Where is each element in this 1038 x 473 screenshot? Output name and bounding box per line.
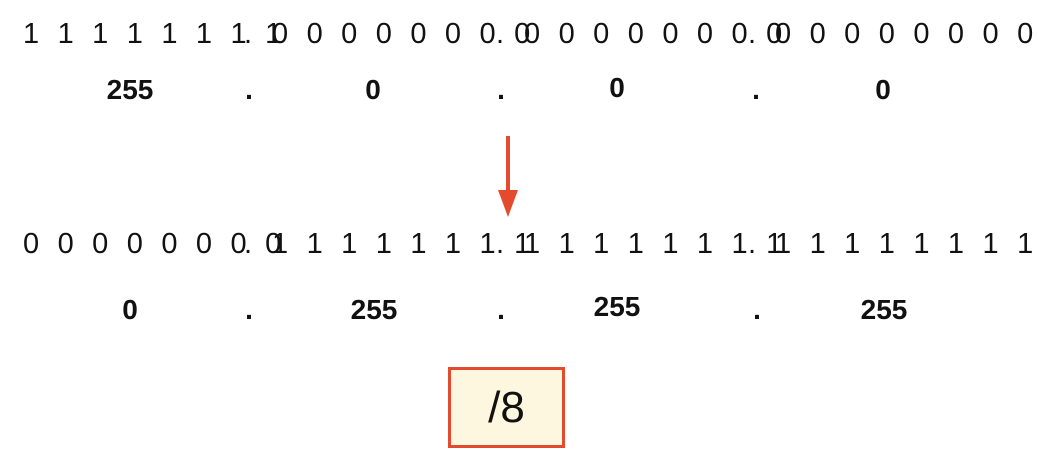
mask-binary-octet-4: 0 0 0 0 0 0 0 0 [775, 18, 1038, 50]
mask-binary-dot-1: . [244, 18, 258, 50]
wildcard-binary-row: 0 0 0 0 0 0 0 0 . 1 1 1 1 1 1 1 1 . 1 1 … [0, 224, 1033, 264]
wildcard-binary-dot-3: . [748, 228, 762, 260]
mask-binary-row: 1 1 1 1 1 1 1 1 . 0 0 0 0 0 0 0 0 . 0 0 … [0, 14, 1033, 54]
mask-binary-dot-2: . [496, 18, 510, 50]
mask-decimal-dot-1: . [245, 74, 253, 105]
mask-decimal-octet-3: 0 [609, 72, 625, 103]
wildcard-decimal-octet-1: 0 [122, 294, 138, 325]
wildcard-binary-octet-4: 1 1 1 1 1 1 1 1 [775, 228, 1038, 260]
mask-decimal-octet-2: 0 [365, 74, 381, 105]
cidr-prefix-box: /8 [448, 367, 565, 448]
mask-decimal-dot-2: . [497, 74, 505, 105]
wildcard-decimal-row: 0 . 255 . 255 . 255 [0, 290, 1023, 330]
mask-binary-octet-2: 0 0 0 0 0 0 0 0 [272, 18, 536, 50]
mask-binary-octet-3: 0 0 0 0 0 0 0 0 [524, 18, 788, 50]
wildcard-binary-octet-3: 1 1 1 1 1 1 1 1 [524, 228, 788, 260]
wildcard-binary-octet-1: 0 0 0 0 0 0 0 0 [23, 228, 287, 260]
cidr-prefix-label: /8 [488, 382, 525, 432]
wildcard-decimal-dot-2: . [497, 294, 505, 325]
mask-decimal-octet-1: 255 [106, 74, 154, 105]
wildcard-decimal-octet-4: 255 [860, 294, 908, 325]
arrow-down-icon [498, 136, 518, 217]
wildcard-decimal-dot-3: . [753, 294, 761, 325]
mask-binary-octet-1: 1 1 1 1 1 1 1 1 [23, 18, 287, 50]
wildcard-decimal-octet-3: 255 [593, 291, 641, 322]
mask-decimal-row: 255 . 0 . 0 . 0 [0, 70, 1023, 110]
wildcard-decimal-octet-2: 255 [350, 294, 398, 325]
wildcard-binary-octet-2: 1 1 1 1 1 1 1 1 [272, 228, 536, 260]
mask-decimal-octet-4: 0 [875, 74, 891, 105]
wildcard-binary-dot-2: . [496, 228, 510, 260]
wildcard-decimal-dot-1: . [245, 294, 253, 325]
mask-binary-dot-3: . [748, 18, 762, 50]
wildcard-binary-dot-1: . [244, 228, 258, 260]
mask-decimal-dot-3: . [752, 74, 760, 105]
